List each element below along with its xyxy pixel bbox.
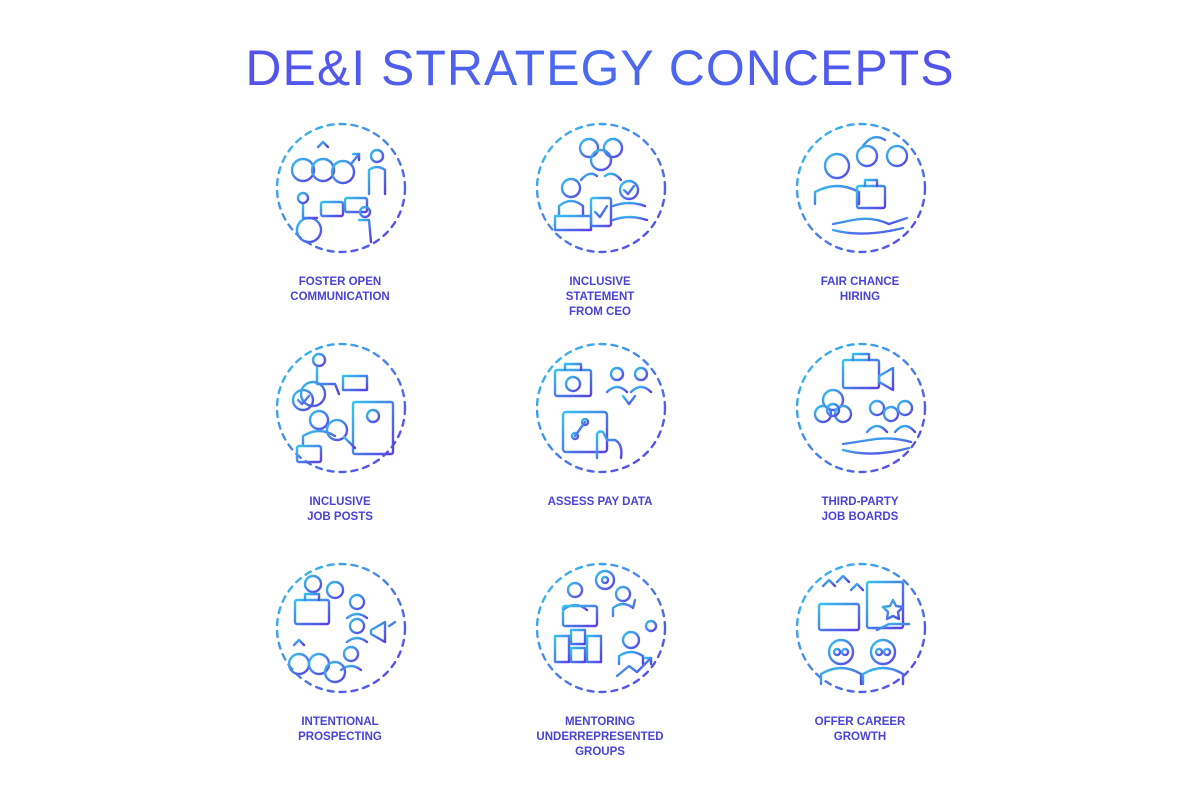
concept-third-party-job-boards: THIRD-PARTY JOB BOARDS xyxy=(730,340,990,555)
concept-label: THIRD-PARTY JOB BOARDS xyxy=(821,496,899,523)
mentoring-growth-icon xyxy=(533,560,669,696)
job-board-megaphone-icon xyxy=(793,340,929,476)
concept-inclusive-job-posts: INCLUSIVE JOB POSTS xyxy=(210,340,470,555)
concept-grid: FOSTER OPEN COMMUNICATION INCLUSIVE STAT… xyxy=(210,120,990,770)
concept-label: FOSTER OPEN COMMUNICATION xyxy=(290,276,390,303)
gender-symbols-people-conversation-icon xyxy=(273,120,409,256)
concept-label: INCLUSIVE STATEMENT FROM CEO xyxy=(565,276,635,318)
page-title: DE&I STRATEGY CONCEPTS xyxy=(0,38,1200,98)
concept-fair-chance-hiring: FAIR CHANCE HIRING xyxy=(730,120,990,335)
ceo-statement-icon xyxy=(533,120,669,256)
concept-intentional-prospecting: INTENTIONAL PROSPECTING xyxy=(210,560,470,775)
concept-foster-open-communication: FOSTER OPEN COMMUNICATION xyxy=(210,120,470,335)
prospecting-megaphone-icon xyxy=(273,560,409,696)
concept-offer-career-growth: OFFER CAREER GROWTH xyxy=(730,560,990,775)
concept-label: OFFER CAREER GROWTH xyxy=(814,716,906,743)
concept-assess-pay-data: ASSESS PAY DATA xyxy=(470,340,730,555)
handcuffs-prisoner-briefcase-icon xyxy=(793,120,929,256)
career-growth-star-icon xyxy=(793,560,929,696)
concept-label: MENTORING UNDERREPRESENTED GROUPS xyxy=(536,716,664,758)
pay-data-scale-icon xyxy=(533,340,669,476)
wheelchair-job-post-search-icon xyxy=(273,340,409,476)
concept-label: INTENTIONAL PROSPECTING xyxy=(298,716,382,743)
concept-label: FAIR CHANCE HIRING xyxy=(820,276,900,303)
concept-label: ASSESS PAY DATA xyxy=(547,496,653,508)
concept-mentoring-underrepresented-groups: MENTORING UNDERREPRESENTED GROUPS xyxy=(470,560,730,775)
concept-inclusive-statement-from-ceo: INCLUSIVE STATEMENT FROM CEO xyxy=(470,120,730,335)
concept-label: INCLUSIVE JOB POSTS xyxy=(307,496,373,523)
